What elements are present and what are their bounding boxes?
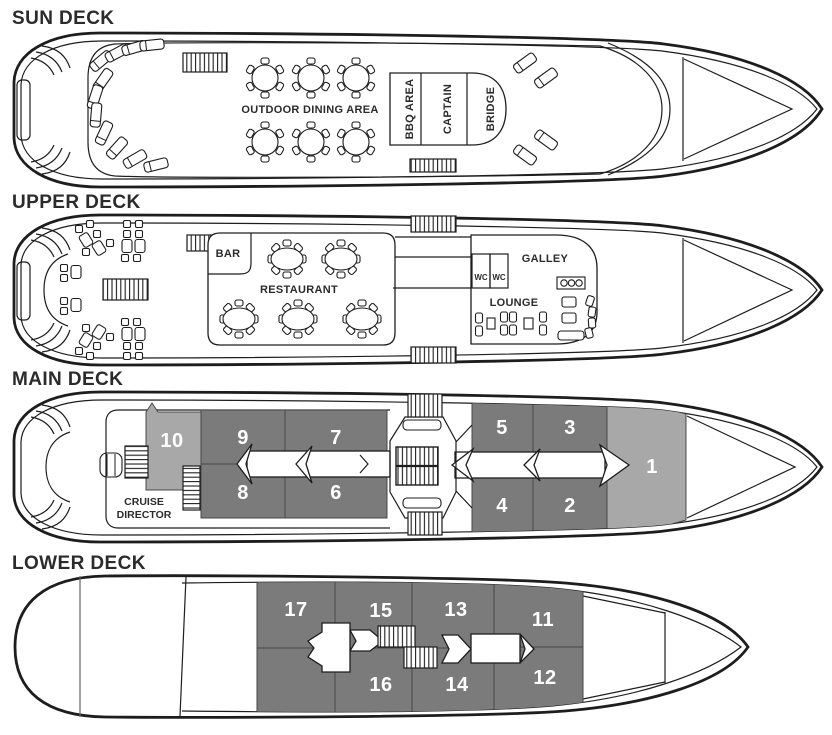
cabin-17-number: 17 [284,599,307,621]
cabin-2 [532,476,608,533]
cabin-4-number: 4 [496,495,508,517]
bridge-label: BRIDGE [485,87,497,132]
cabin-13-number: 13 [444,599,467,621]
cabin-8-number: 8 [237,482,249,504]
cabin-2-number: 2 [564,495,576,517]
cruise-director-label-line2: DIRECTOR [117,509,172,521]
cabin-14-number: 14 [445,674,469,696]
cabin-6-number: 6 [330,482,342,504]
restaurant-label: RESTAURANT [260,284,338,296]
captain-label: CAPTAIN [442,84,454,134]
bar-label: BAR [216,248,241,260]
lower-deck-title: LOWER DECK [12,553,146,574]
staircase [186,215,457,364]
cruise-director-office: CRUISE DIRECTOR [117,496,172,521]
cabin-16-number: 16 [369,674,392,696]
cruise-director-label-line1: CRUISE [124,496,164,508]
cabin-12-number: 12 [533,667,556,689]
lounge-seating [474,294,597,341]
bbq-area-label: BBQ AREA [404,79,416,140]
sun-deck-plan: OUTDOOR DINING AREA BBQ AREA CAPTAIN BRI… [12,31,824,189]
galley-label: GALLEY [522,253,569,265]
corridor [307,622,535,673]
cabin-3-number: 3 [564,417,576,439]
cabin-numbers: 17 15 13 11 16 14 12 [284,599,556,696]
galley-counter [556,276,586,290]
outdoor-dining-label: OUTDOOR DINING AREA [241,104,378,116]
cabin-7-number: 7 [330,427,342,449]
stern-stairs [124,445,201,511]
staircase [377,625,438,669]
cabin-15-number: 15 [369,600,392,622]
main-deck-title: MAIN DECK [12,369,124,390]
cabin-9-number: 9 [237,427,249,449]
deck-structures [99,409,390,529]
cabin-10-number: 10 [160,430,183,452]
wc-right-label: WC [492,273,506,282]
lower-deck-plan: 17 15 13 11 16 14 12 [13,574,750,719]
lounge-label: LOUNGE [490,297,539,309]
upper-deck-title: UPPER DECK [12,192,141,213]
sun-deck-title: SUN DECK [12,8,115,29]
cabin-1-number: 1 [646,456,658,478]
stair-lobby [389,393,457,536]
restaurant: BAR RESTAURANT [207,232,396,346]
cabin-5-number: 5 [496,417,508,439]
cabin-11-number: 11 [532,609,554,631]
stern-seating [59,219,149,361]
galley-lounge: WC WC GALLEY LOUNGE [470,234,598,345]
wc-left-label: WC [474,273,488,282]
main-deck-plan: 10 9 7 8 6 5 3 4 2 1 CRUISE DIRECTOR [12,390,824,544]
wheelhouse: BBQ AREA CAPTAIN BRIDGE [389,72,507,146]
staircase [182,52,457,173]
upper-deck-plan: BAR RESTAURANT WC WC GALLEY [12,213,824,367]
cabin-numbers: 10 9 7 8 6 5 3 4 2 1 [160,417,657,517]
